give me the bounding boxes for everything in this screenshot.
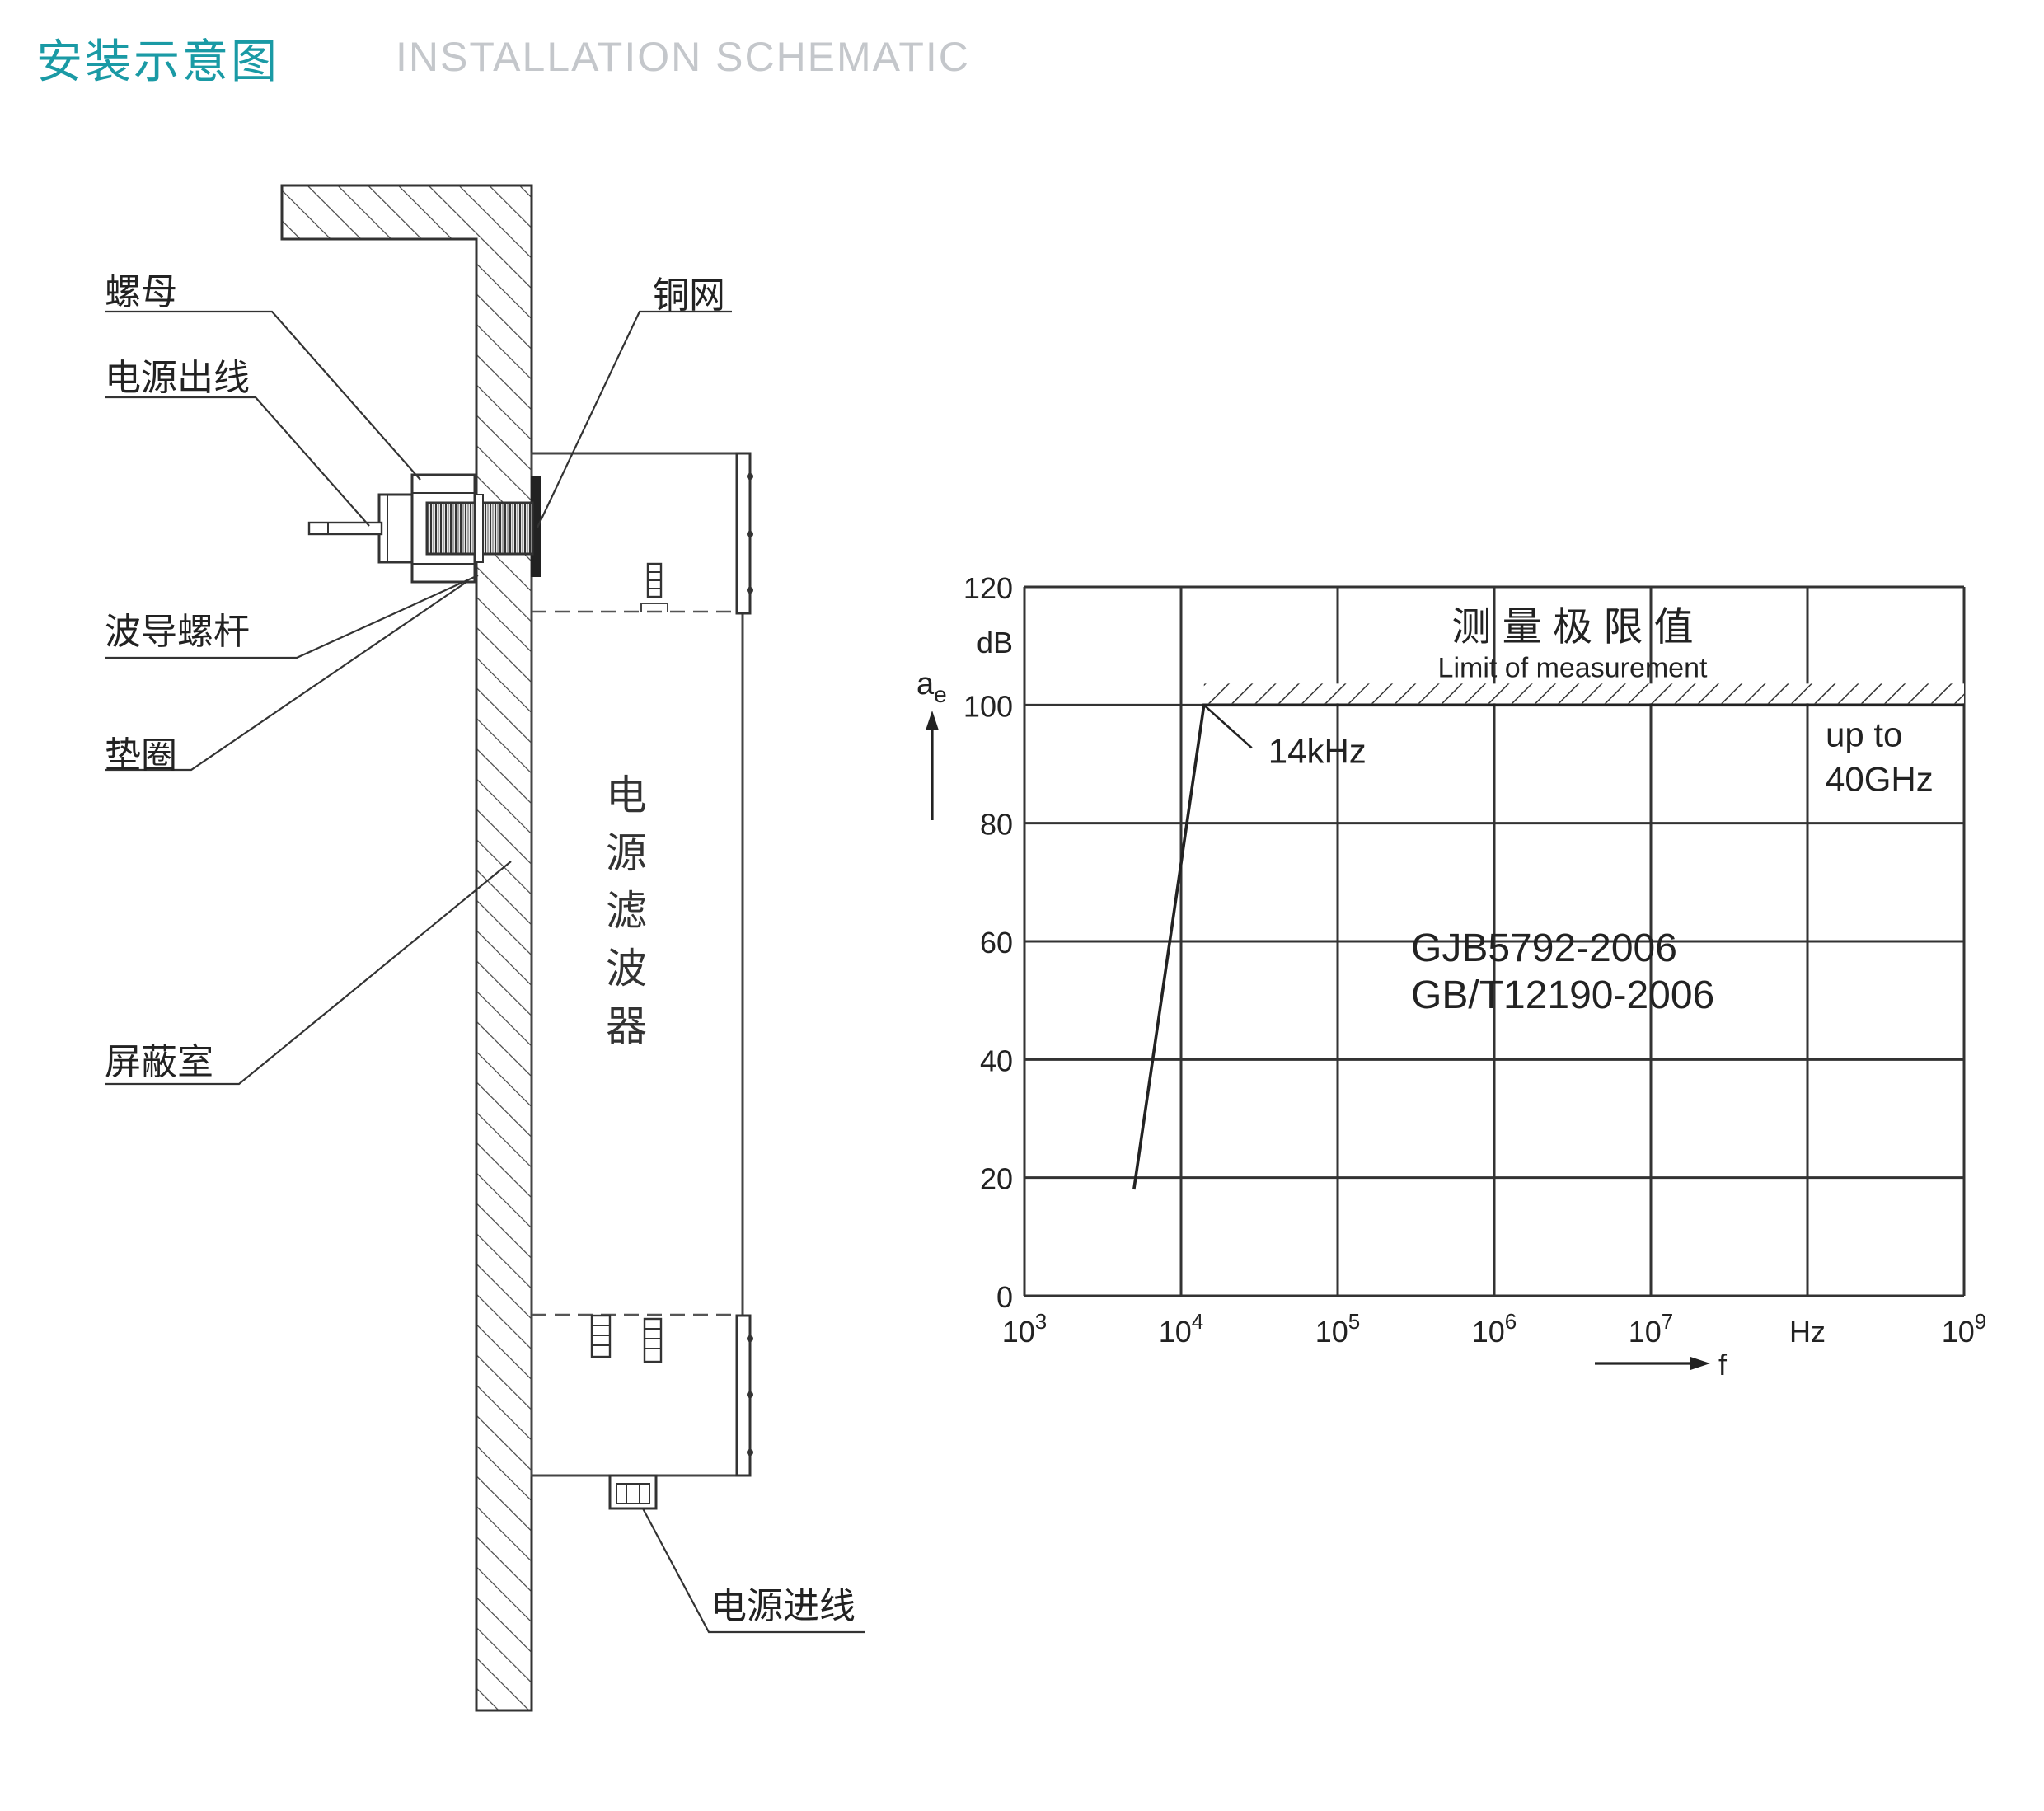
filter-label-char: 滤 xyxy=(606,887,647,935)
terminal-bottom-right xyxy=(643,1317,663,1363)
chart-subtitle: Limit of measurement xyxy=(1438,652,1708,683)
filter-body xyxy=(530,452,753,1477)
y-axis-arrow-head xyxy=(926,711,939,730)
leader-lines xyxy=(105,310,865,1634)
x-axis-arrow-head xyxy=(1690,1357,1710,1370)
chart-title: 测 量 极 限 值 xyxy=(1451,606,1693,650)
y-tick-label: 120 xyxy=(963,571,1013,605)
filter-label: 电 源 滤 波 器 xyxy=(600,767,653,1055)
corner-frequency-label: 14kHz xyxy=(1268,731,1367,770)
page-title: 安装示意图 xyxy=(36,35,279,89)
waveguide-assembly xyxy=(307,473,534,584)
y-unit-label: dB xyxy=(977,626,1013,659)
power-inlet-connector xyxy=(608,1474,658,1510)
x-tick-label: 105 xyxy=(1315,1309,1361,1349)
y-tick-label: 60 xyxy=(980,926,1013,959)
x-axis-label: f xyxy=(1718,1348,1728,1382)
filter-label-char: 电 xyxy=(606,772,647,819)
x-tick-label: Hz xyxy=(1789,1315,1826,1349)
label-copper-mesh: 铜网 xyxy=(653,274,725,317)
installation-diagram xyxy=(105,184,865,1712)
upper-limit-label-1: up to xyxy=(1826,715,1902,753)
label-waveguide-rod: 波导螺杆 xyxy=(105,611,250,653)
filter-label-char: 器 xyxy=(606,1002,647,1050)
shield-wall xyxy=(280,184,533,1712)
filter-label-char: 波 xyxy=(606,945,647,992)
limit-hatch xyxy=(1203,683,1964,704)
label-shield-room: 屏蔽室 xyxy=(105,1041,213,1083)
page-subtitle: INSTALLATION SCHEMATIC xyxy=(396,34,970,80)
standard-label-2: GB/T12190-2006 xyxy=(1411,974,1714,1017)
y-tick-label: 100 xyxy=(963,689,1013,723)
upper-limit-label-2: 40GHz xyxy=(1826,759,1934,798)
y-tick-label: 0 xyxy=(996,1280,1013,1314)
terminal-top xyxy=(640,562,668,612)
corner-leader xyxy=(1202,704,1253,749)
x-tick-label: 106 xyxy=(1472,1309,1517,1349)
label-washer: 垫圈 xyxy=(105,734,177,776)
filter-label-char: 源 xyxy=(606,829,647,877)
y-tick-label: 20 xyxy=(980,1162,1013,1196)
y-tick-label: 40 xyxy=(980,1044,1013,1077)
label-power-in: 电源进线 xyxy=(710,1585,856,1627)
label-nut: 螺母 xyxy=(105,271,177,313)
label-power-out: 电源出线 xyxy=(105,357,250,399)
terminal-bottom-left xyxy=(590,1314,612,1358)
x-tick-label: 104 xyxy=(1159,1309,1204,1349)
x-tick-label: 103 xyxy=(1002,1309,1048,1349)
standard-label-1: GJB5792-2006 xyxy=(1411,927,1677,970)
y-tick-label: 80 xyxy=(980,808,1013,842)
y-axis-label: ae xyxy=(917,667,947,707)
x-tick-label: 107 xyxy=(1629,1309,1674,1349)
x-tick-label: 109 xyxy=(1942,1309,1987,1349)
